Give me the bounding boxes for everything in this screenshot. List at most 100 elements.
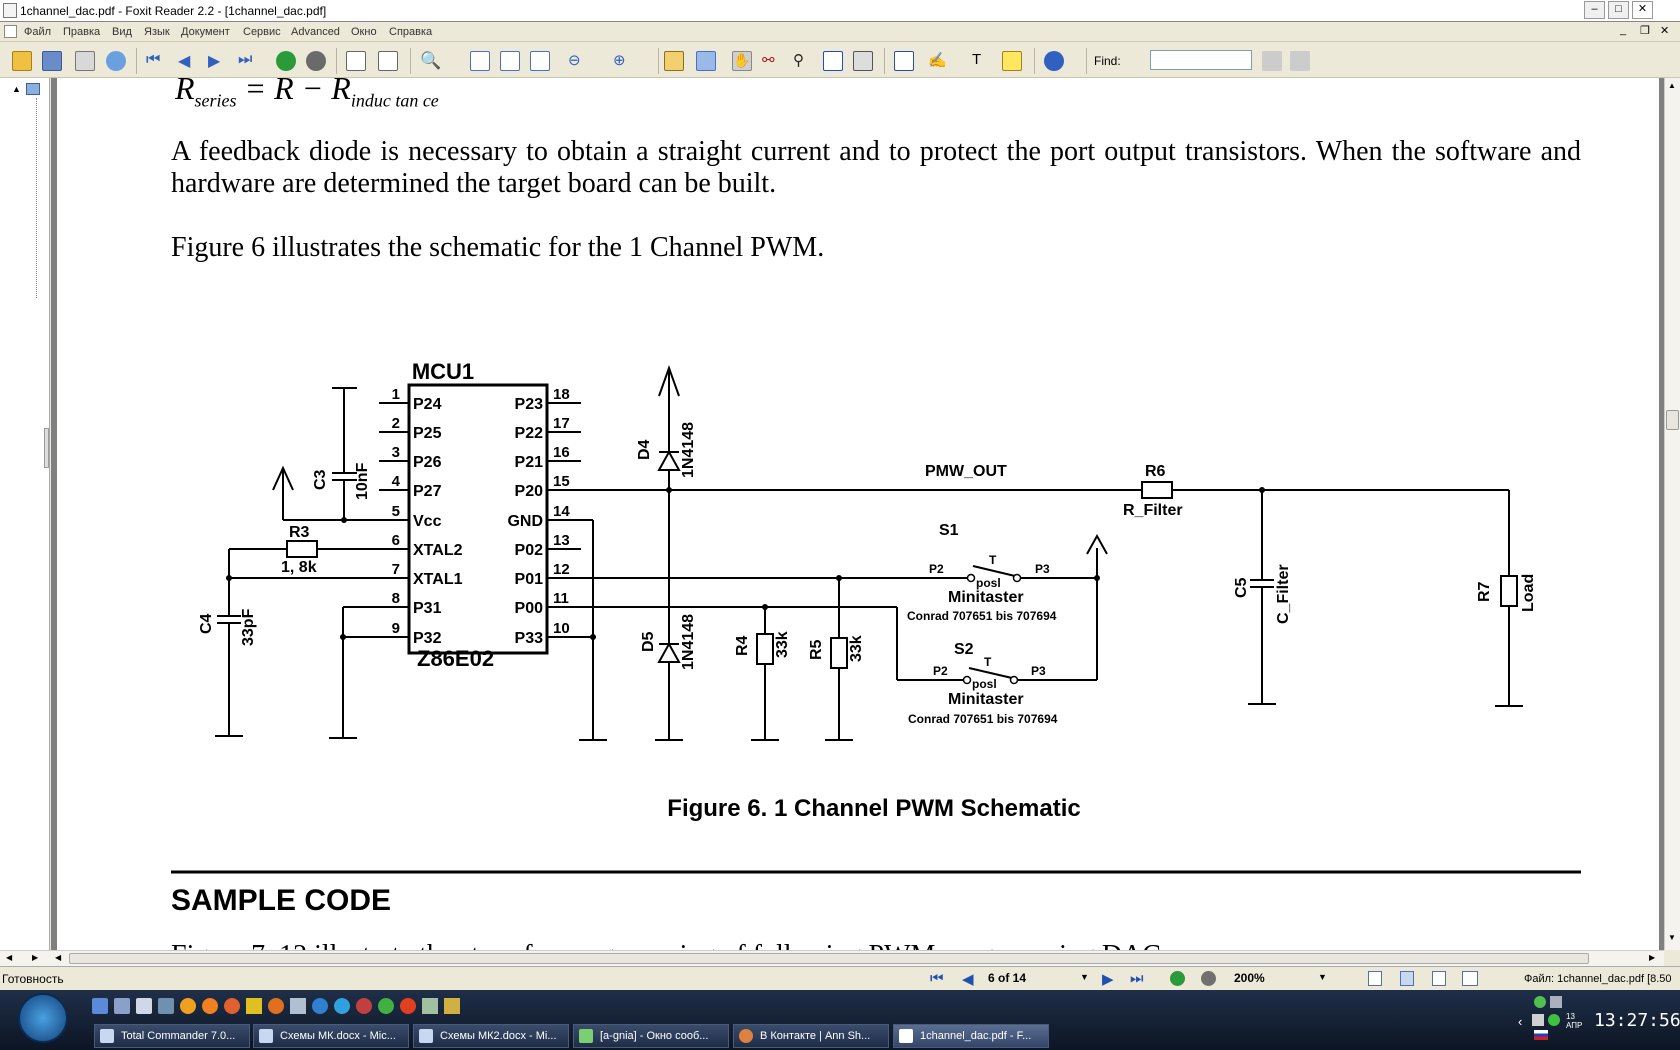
menu-edit[interactable]: Правка	[63, 26, 101, 38]
fit-width-icon[interactable]	[530, 51, 550, 71]
ie-icon[interactable]	[312, 998, 328, 1014]
tray-expand-icon[interactable]: ‹	[1518, 1014, 1523, 1029]
scroll-down-icon[interactable]: ▼	[1668, 933, 1676, 942]
zoom-in-icon[interactable]: 🔍	[420, 51, 442, 70]
hand-tool-icon[interactable]: ✋	[732, 51, 752, 71]
first-page-icon[interactable]: ⏮	[930, 970, 944, 987]
zoom-dropdown-icon[interactable]: ▼	[1318, 972, 1327, 982]
save-icon[interactable]	[42, 51, 62, 71]
zoom-field[interactable]: 200% ▼	[1226, 970, 1332, 988]
menu-file[interactable]: Файл	[24, 26, 52, 38]
bookmark-pane[interactable]: ▲	[0, 78, 50, 950]
bookmark-root-icon[interactable]	[26, 83, 40, 95]
menu-tools[interactable]: Сервис	[243, 26, 281, 38]
vertical-scroll-thumb[interactable]	[1666, 410, 1679, 430]
next-page-icon[interactable]: ▶	[208, 53, 221, 70]
expand-icon[interactable]: ▲	[12, 84, 21, 94]
find-input[interactable]	[1150, 50, 1252, 70]
single-page-icon[interactable]	[1368, 971, 1382, 986]
close-button[interactable]: ✕	[1632, 1, 1653, 19]
scroll-left-icon[interactable]: ◀	[55, 953, 62, 962]
task-word-2[interactable]: Схемы МК2.docx - Mi...	[413, 1024, 569, 1048]
horizontal-scroll-thumb[interactable]	[69, 953, 1589, 964]
back-icon[interactable]	[276, 51, 296, 71]
continuous-facing-icon[interactable]	[1462, 971, 1478, 986]
info-app-icon[interactable]	[180, 998, 196, 1014]
tray-icon[interactable]	[1548, 1014, 1560, 1026]
chrome-icon[interactable]	[400, 998, 416, 1014]
tray-icon[interactable]	[1550, 996, 1562, 1008]
continuous-icon[interactable]	[1400, 971, 1414, 986]
minimize-button[interactable]: –	[1584, 1, 1605, 19]
vertical-scrollbar[interactable]: ▲ ▼	[1664, 78, 1680, 950]
firefox-icon[interactable]	[202, 998, 218, 1014]
forward-icon[interactable]	[1201, 971, 1216, 986]
next-page-icon[interactable]: ▶	[1102, 971, 1114, 988]
task-chat[interactable]: [a-gnia] - Окно сооб...	[573, 1024, 729, 1048]
media-icon[interactable]	[356, 998, 372, 1014]
info-icon[interactable]	[1044, 51, 1064, 71]
mdi-minimize-button[interactable]: _	[1620, 24, 1627, 36]
pane-scroll-right-icon[interactable]: ▶	[32, 953, 39, 962]
menu-window[interactable]: Окно	[351, 26, 377, 38]
butterfly-icon[interactable]	[444, 998, 460, 1014]
pane-scroll-left-icon[interactable]: ◀	[6, 953, 13, 962]
menu-advanced[interactable]: Advanced	[291, 26, 340, 38]
layers-icon[interactable]	[696, 51, 716, 71]
maximize-button[interactable]: □	[1608, 1, 1629, 19]
page-number-field[interactable]: 6 of 14 ▼	[982, 970, 1092, 988]
note-icon[interactable]	[1002, 51, 1022, 71]
start-button[interactable]	[18, 993, 68, 1043]
menu-help[interactable]: Справка	[389, 26, 433, 38]
zoom-out-icon[interactable]: ⊖	[568, 52, 581, 69]
rotate-right-icon[interactable]	[378, 51, 398, 71]
tool-icon[interactable]	[422, 998, 438, 1014]
task-total-commander[interactable]: Total Commander 7.0...	[94, 1024, 250, 1048]
network-icon[interactable]	[158, 998, 174, 1014]
menu-language[interactable]: Язык	[144, 26, 170, 38]
explorer-icon[interactable]	[114, 998, 130, 1014]
scroll-right-icon[interactable]: ▶	[1649, 953, 1656, 962]
hardware-icon[interactable]	[290, 998, 306, 1014]
drive-icon[interactable]	[246, 998, 262, 1014]
skype-icon[interactable]	[334, 998, 350, 1014]
show-desktop-icon[interactable]	[92, 998, 108, 1014]
mail-icon[interactable]	[224, 998, 240, 1014]
find-next-icon[interactable]	[1290, 51, 1310, 71]
find-prev-icon[interactable]	[1262, 51, 1282, 71]
avast-icon[interactable]	[268, 998, 284, 1014]
prev-page-icon[interactable]: ◀	[178, 53, 191, 70]
pane-splitter[interactable]	[44, 428, 49, 468]
print-icon[interactable]	[75, 51, 95, 71]
fit-page-icon[interactable]	[500, 51, 520, 71]
back-icon[interactable]	[1170, 971, 1185, 986]
mdi-close-button[interactable]: ✕	[1660, 25, 1670, 37]
task-foxit-active[interactable]: 1channel_dac.pdf - F...	[893, 1024, 1049, 1048]
facing-icon[interactable]	[1432, 971, 1446, 986]
pane-scrollbar[interactable]: ◀ ▶	[0, 950, 51, 966]
menu-view[interactable]: Вид	[112, 26, 132, 38]
forward-icon[interactable]	[306, 51, 326, 71]
rotate-left-icon[interactable]	[346, 51, 366, 71]
task-word-1[interactable]: Схемы МК.docx - Mic...	[253, 1024, 409, 1048]
email-icon[interactable]	[106, 51, 126, 71]
prev-page-icon[interactable]: ◀	[962, 971, 974, 988]
open-icon[interactable]	[12, 51, 32, 71]
tray-icon[interactable]	[1534, 996, 1546, 1008]
zoom-plus-icon[interactable]: ⊕	[613, 52, 626, 69]
last-page-icon[interactable]: ⏭	[1130, 970, 1144, 987]
typewriter-icon[interactable]: T	[972, 51, 982, 68]
snapshot-icon[interactable]	[853, 51, 873, 71]
icq-icon[interactable]	[378, 998, 394, 1014]
settings-icon[interactable]	[136, 998, 152, 1014]
bookmarks-icon[interactable]	[664, 51, 684, 71]
select-text-icon[interactable]: ⚯	[762, 52, 775, 69]
page-dropdown-icon[interactable]: ▼	[1080, 972, 1089, 982]
menu-document[interactable]: Документ	[181, 26, 230, 38]
network-tray-icon[interactable]	[1532, 1014, 1544, 1026]
last-page-icon[interactable]: ⏭	[238, 51, 253, 68]
text-viewer-icon[interactable]	[823, 51, 843, 71]
highlight-icon[interactable]: ✍	[928, 52, 947, 69]
horizontal-scrollbar[interactable]: ◀ ▶	[51, 950, 1664, 966]
task-vkontakte[interactable]: В Контакте | Ann Sh...	[733, 1024, 889, 1048]
